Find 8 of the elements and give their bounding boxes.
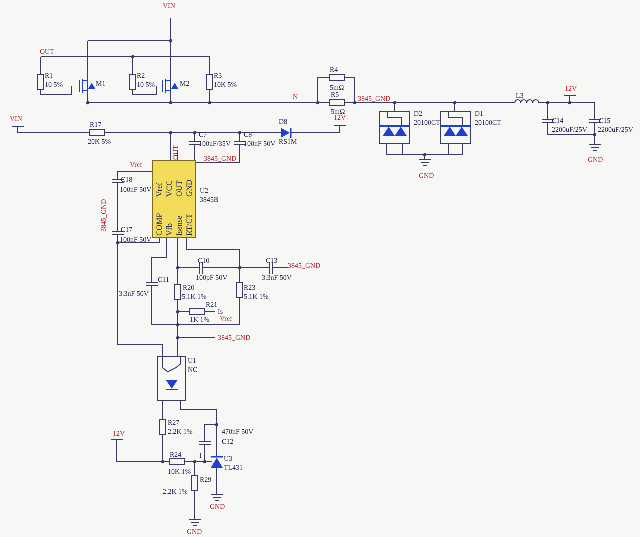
pin-name: Isense <box>175 215 185 238</box>
pin-name: Vref <box>155 182 165 199</box>
pin-name: COMP <box>155 212 165 238</box>
pin-name: Vfb <box>165 222 175 238</box>
pin-name: VCC <box>165 180 175 199</box>
pin-name: GND <box>185 178 195 199</box>
pin-name: OUT <box>175 180 185 199</box>
pin-name: RT/CT <box>185 212 195 238</box>
